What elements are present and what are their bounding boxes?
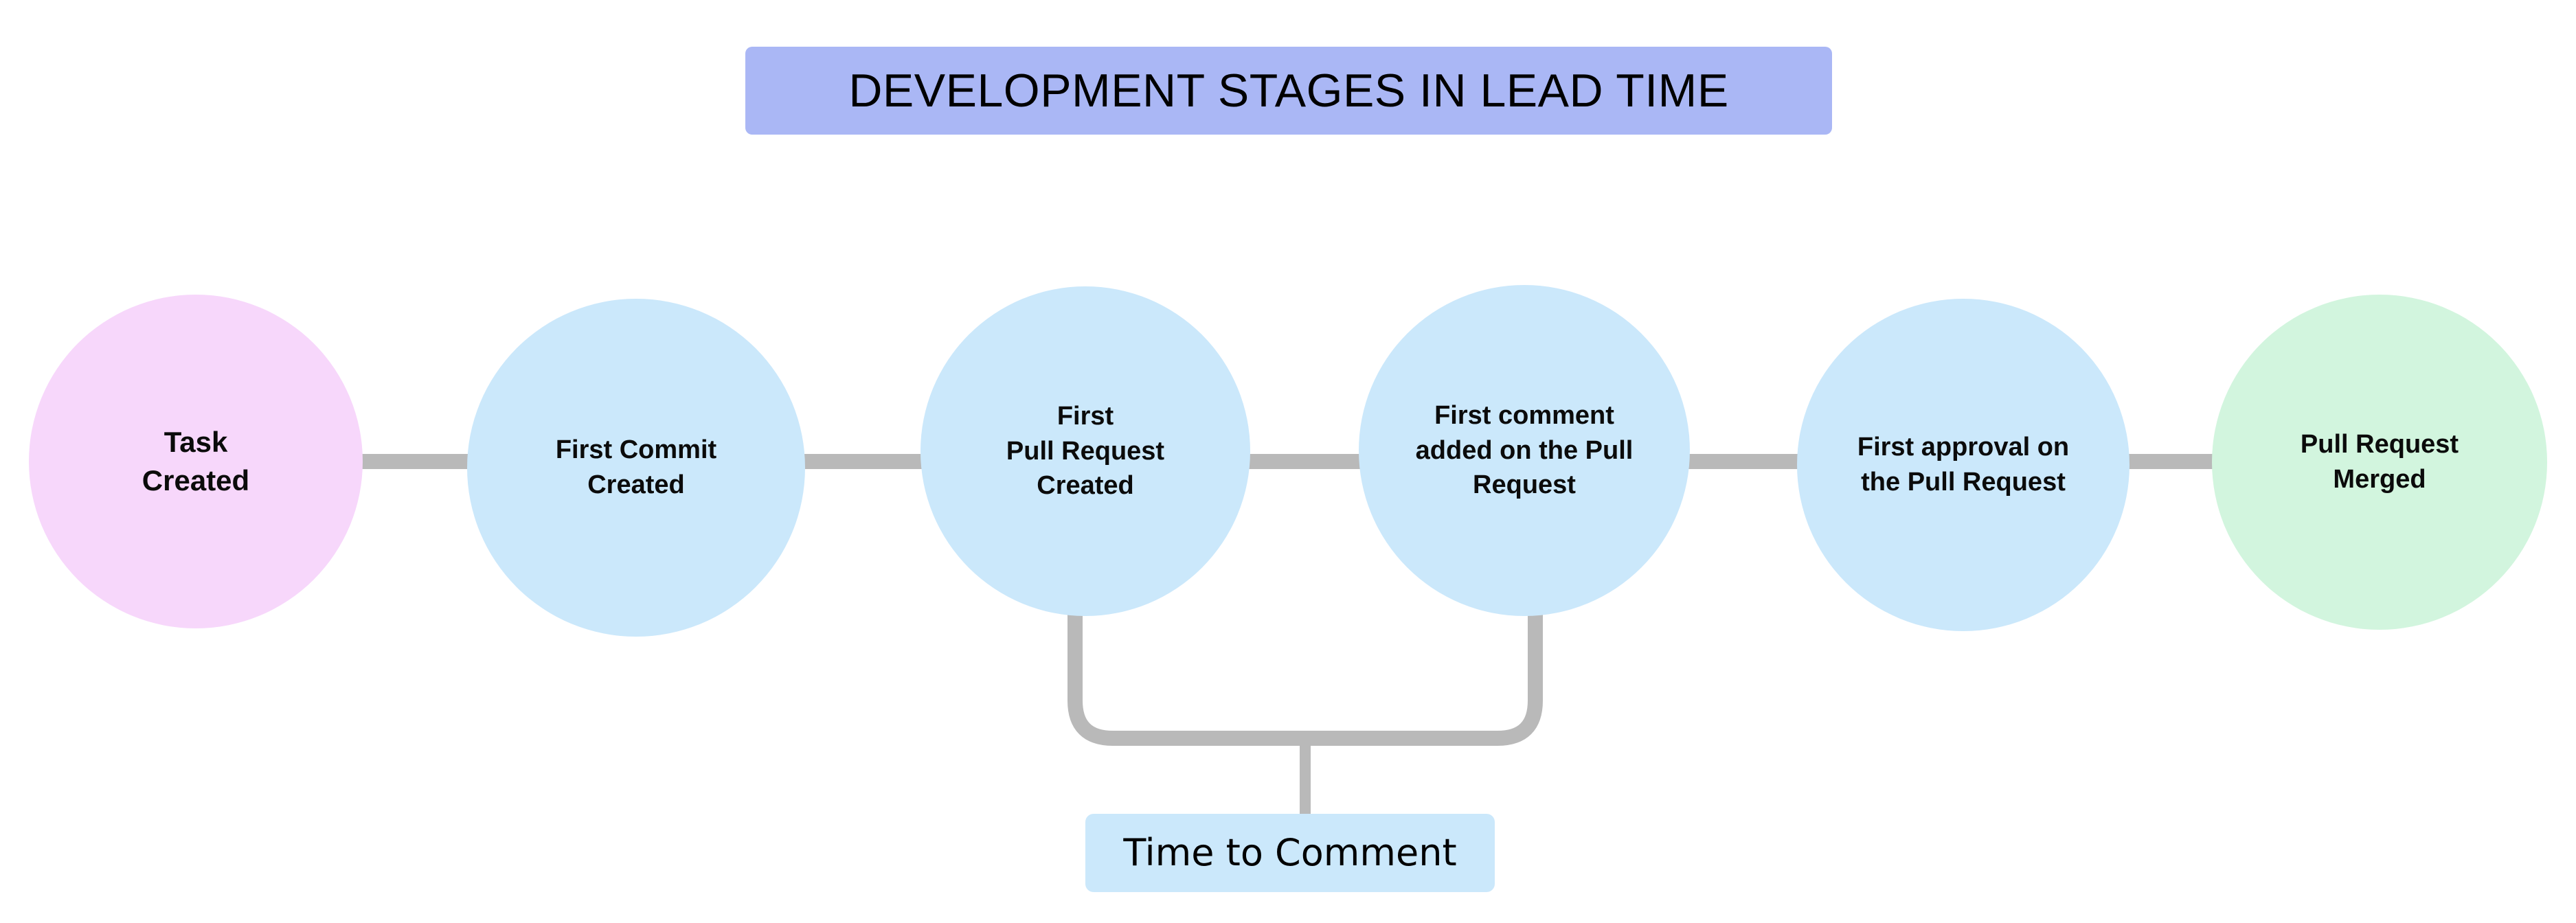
measure-badge-time-to-comment[interactable]: Time to Comment [1085,814,1495,892]
stage-label: First comment added on the Pull Request [1415,401,1634,500]
stage-node-first-pull-request-created[interactable]: First Pull Request Created [920,286,1250,616]
connector-approval-to-merged [2112,454,2229,469]
connector-commit-to-pr [787,454,934,469]
connector-pr-to-comment [1233,454,1374,469]
stage-node-pull-request-merged[interactable]: Pull Request Merged [2212,295,2547,630]
stage-label: Pull Request Merged [2300,430,2459,494]
stage-node-task-created[interactable]: Task Created [29,295,363,628]
stage-node-first-commit-created[interactable]: First Commit Created [467,299,805,637]
diagram-title-banner: DEVELOPMENT STAGES IN LEAD TIME [745,47,1832,135]
stage-label: First approval on the Pull Request [1857,433,2070,497]
stage-label: Task Created [142,426,250,497]
connector-comment-to-approval [1673,454,1810,469]
page-title: DEVELOPMENT STAGES IN LEAD TIME [848,65,1729,117]
measure-label: Time to Comment [1123,831,1457,874]
stage-node-first-approval-on-pull-request[interactable]: First approval on the Pull Request [1797,299,2129,631]
time-to-comment-bracket [1067,591,1543,817]
stage-label: First Commit Created [555,435,717,499]
stage-label: First Pull Request Created [1006,402,1165,501]
stage-node-first-comment-on-pull-request[interactable]: First comment added on the Pull Request [1359,285,1690,616]
connector-task-to-commit [343,454,488,469]
